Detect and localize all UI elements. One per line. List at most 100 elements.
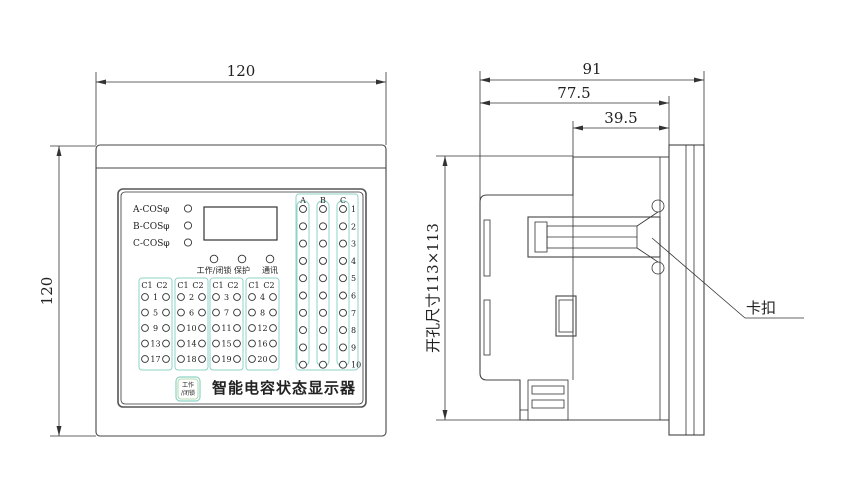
work-lock-button[interactable]: 工作 /闭锁 xyxy=(175,376,201,402)
step-header: C1 xyxy=(141,281,152,290)
front-width-dimension: 120 xyxy=(95,62,387,145)
side-connector xyxy=(520,379,569,421)
button-label-line2: /闭锁 xyxy=(181,389,195,397)
step-number: 14 xyxy=(186,340,196,349)
side-housing xyxy=(479,156,669,421)
step-led xyxy=(269,308,277,317)
front-width-label: 120 xyxy=(227,62,256,80)
front-bezel xyxy=(95,144,387,437)
phase-led xyxy=(339,291,347,300)
phase-led xyxy=(339,343,347,352)
side-bezel xyxy=(668,144,705,436)
clip-assembly xyxy=(527,199,665,275)
step-header: C2 xyxy=(156,281,167,290)
step-number: 1 xyxy=(153,293,158,302)
step-led xyxy=(198,355,206,363)
front-panel xyxy=(117,188,367,408)
step-number: 10 xyxy=(186,324,196,333)
step-number: 16 xyxy=(257,340,267,349)
phase-header: C xyxy=(340,196,346,205)
step-led xyxy=(233,355,241,363)
phase-outline xyxy=(295,193,359,371)
step-number: 20 xyxy=(257,355,267,364)
step-header: C2 xyxy=(192,281,203,290)
side-window xyxy=(555,295,577,337)
side-mid-label: 77.5 xyxy=(557,84,590,102)
phase-led xyxy=(339,256,347,265)
phase-led xyxy=(299,291,307,300)
step-header: C2 xyxy=(227,281,238,290)
step-header: C2 xyxy=(263,281,274,290)
display-window xyxy=(203,206,278,241)
phase-led xyxy=(339,239,347,248)
step-led xyxy=(248,293,256,301)
side-total-dimension: 91 xyxy=(479,60,705,230)
cutout-label: 开孔尺寸113×113 xyxy=(424,223,442,353)
step-number: 2 xyxy=(189,293,194,302)
step-led xyxy=(162,339,170,348)
clip-label: 卡扣 xyxy=(746,299,776,317)
phase-led xyxy=(299,360,307,369)
step-led xyxy=(212,308,220,317)
status-led-protect xyxy=(237,254,247,264)
step-led xyxy=(233,324,241,332)
cos-label-a: A-COSφ xyxy=(132,205,169,215)
phase-led xyxy=(319,205,327,213)
step-subpanel xyxy=(138,277,173,371)
cos-led-a xyxy=(183,204,193,213)
step-led xyxy=(177,308,185,317)
status-led-work xyxy=(209,254,219,264)
cos-led-b xyxy=(183,221,193,230)
step-led xyxy=(198,308,206,317)
step-number: 19 xyxy=(221,355,231,364)
cutout-dimension: 开孔尺寸113×113 xyxy=(424,155,573,421)
step-led xyxy=(248,308,256,317)
step-number: 9 xyxy=(153,324,158,333)
step-number: 6 xyxy=(189,309,194,318)
status-led-comm xyxy=(265,254,275,264)
phase-number: 3 xyxy=(351,240,356,249)
front-view: 120 120 A-COSφ B-COSφ C-COSφ xyxy=(38,62,387,437)
product-title: 智能电容状态显示器 xyxy=(212,379,356,397)
step-led xyxy=(141,324,149,332)
phase-number: 4 xyxy=(351,257,356,266)
front-height-dimension: 120 xyxy=(38,145,96,437)
step-led xyxy=(162,308,170,317)
phase-number: 7 xyxy=(351,309,356,318)
phase-led xyxy=(339,326,347,335)
phase-led xyxy=(299,343,307,352)
step-led xyxy=(212,339,220,348)
phase-led xyxy=(319,274,327,283)
step-led xyxy=(162,293,170,301)
step-number: 5 xyxy=(153,309,158,318)
side-total-label: 91 xyxy=(582,60,601,78)
step-number: 7 xyxy=(224,309,229,318)
phase-number: 8 xyxy=(351,326,356,335)
phase-led xyxy=(319,326,327,335)
phase-led xyxy=(319,360,327,369)
cos-label-c: C-COSφ xyxy=(133,239,170,249)
step-led xyxy=(141,293,149,301)
step-led xyxy=(269,293,277,301)
cos-label-b: B-COSφ xyxy=(133,222,170,232)
step-number: 8 xyxy=(260,309,265,318)
step-number: 4 xyxy=(260,293,265,302)
phase-led xyxy=(339,308,347,317)
step-led xyxy=(177,355,185,363)
phase-header: A xyxy=(299,196,306,205)
phase-led xyxy=(299,205,307,213)
phase-led xyxy=(299,239,307,248)
step-led xyxy=(177,339,185,348)
status-indicators: 工作/闭锁 保护 通讯 xyxy=(197,254,278,275)
step-led xyxy=(233,339,241,348)
phase-led xyxy=(339,274,347,283)
status-label-comm: 通讯 xyxy=(262,265,278,275)
step-header: C1 xyxy=(177,281,188,290)
phase-led xyxy=(319,308,327,317)
phase-led xyxy=(319,291,327,300)
step-subpanel xyxy=(245,277,280,371)
step-number: 15 xyxy=(221,340,231,349)
step-led xyxy=(212,324,220,332)
step-led xyxy=(233,293,241,301)
